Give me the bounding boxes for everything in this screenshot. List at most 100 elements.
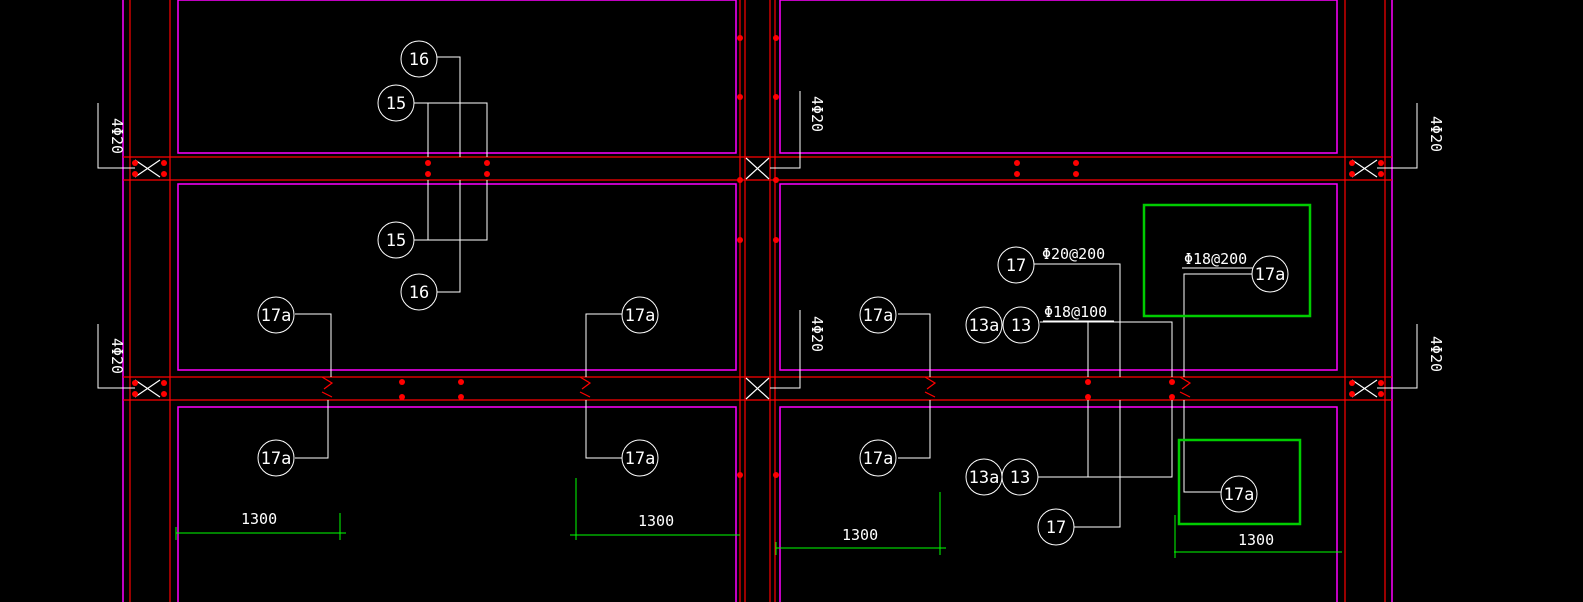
rebar-dot <box>484 160 490 166</box>
rebar-dot <box>484 171 490 177</box>
rebar-label: Φ18@200 <box>1184 250 1247 268</box>
callout-bubble: 17a <box>621 296 659 334</box>
rebar-dot <box>1349 391 1355 397</box>
rebar-dot <box>458 379 464 385</box>
column-label: 4Φ20 <box>808 96 826 132</box>
column-label: 4Φ20 <box>108 338 126 374</box>
rebar-dot <box>458 394 464 400</box>
column-label: 4Φ20 <box>108 118 126 154</box>
rebar-dot <box>1073 160 1079 166</box>
bubble-label: 17a <box>863 306 894 326</box>
bubble-label: 13a <box>969 316 1000 336</box>
rebar-dot <box>737 177 743 183</box>
rebar-dot <box>1073 171 1079 177</box>
bubble-label: 17a <box>625 306 656 326</box>
rebar-dot <box>773 94 779 100</box>
rebar-dot <box>1169 394 1175 400</box>
rebar-dot <box>737 472 743 478</box>
rebar-dot <box>1349 171 1355 177</box>
column-label: 4Φ20 <box>1427 116 1445 152</box>
rebar-dot <box>1085 379 1091 385</box>
rebar-dot <box>161 391 167 397</box>
rebar-dot <box>737 94 743 100</box>
rebar-dot <box>773 237 779 243</box>
column-crosses <box>134 157 1378 400</box>
rebar-label: Φ20@200 <box>1042 245 1105 263</box>
callout-bubble: 17a <box>1220 475 1258 513</box>
callout-bubble: 13a <box>965 306 1003 344</box>
callout-bubble: 17 <box>997 246 1035 284</box>
rebar-dot <box>1014 171 1020 177</box>
callout-bubble: 17a <box>257 296 295 334</box>
rebar-dot <box>132 171 138 177</box>
bubble-leaders <box>295 56 1258 528</box>
bubble-label: 17a <box>1255 265 1286 285</box>
bubble-label: 17 <box>1046 518 1066 538</box>
bubble-circle <box>859 296 897 334</box>
rebar-dot <box>1085 394 1091 400</box>
rebar-dot <box>773 472 779 478</box>
rebar-dot <box>399 394 405 400</box>
callout-bubble: 17 <box>1037 508 1075 546</box>
bubble-circle <box>621 439 659 477</box>
bubble-label: 17a <box>261 306 292 326</box>
highlight-box-upper <box>1142 203 1312 318</box>
bubble-label: 13 <box>1010 468 1030 488</box>
dimension-lines <box>175 478 1342 558</box>
callout-bubble: 17a <box>1251 255 1289 293</box>
bubble-label: 15 <box>386 231 406 251</box>
column-label: 4Φ20 <box>808 316 826 352</box>
rebar-label: Φ18@100 <box>1044 303 1107 321</box>
rebar-dot <box>132 391 138 397</box>
rebar-dot <box>425 160 431 166</box>
callout-bubble: 17a <box>257 439 295 477</box>
rebar-dot <box>161 380 167 386</box>
bubble-label: 17a <box>863 449 894 469</box>
rebar-dot <box>1169 379 1175 385</box>
dimension-text: 1300 <box>241 510 277 528</box>
highlight-boxes <box>1142 203 1312 526</box>
callout-bubble: 16 <box>400 40 438 78</box>
rebar-dot <box>1349 160 1355 166</box>
rebar-dot <box>1349 380 1355 386</box>
bubble-circle <box>1220 475 1258 513</box>
bubble-circle <box>997 246 1035 284</box>
bubble-circle <box>859 439 897 477</box>
rebar-dot <box>1378 171 1384 177</box>
rebar-dot <box>399 379 405 385</box>
rebar-dot <box>1378 160 1384 166</box>
slab-outlines <box>122 0 1393 602</box>
dimension-text: 1300 <box>1238 531 1274 549</box>
bubble-circle <box>1037 508 1075 546</box>
callout-bubble: 15 <box>377 221 415 259</box>
bubble-label: 17a <box>625 449 656 469</box>
wall-lines <box>123 0 1392 602</box>
highlight-box-lower <box>1177 438 1302 526</box>
rebar-dot <box>161 171 167 177</box>
bubble-label: 13a <box>969 468 1000 488</box>
bubble-label: 16 <box>409 283 429 303</box>
bubble-circle <box>965 306 1003 344</box>
bubble-circle <box>400 273 438 311</box>
bubble-circle <box>257 296 295 334</box>
rebar-dot <box>737 237 743 243</box>
bubble-circle <box>1002 306 1040 344</box>
bubble-circle <box>377 84 415 122</box>
callout-bubble: 17a <box>859 439 897 477</box>
rebar-dot <box>161 160 167 166</box>
rebar-dot <box>425 171 431 177</box>
bubble-circle <box>621 296 659 334</box>
rebar-dot <box>1378 391 1384 397</box>
dimension-text: 1300 <box>842 526 878 544</box>
rebar-dot <box>132 160 138 166</box>
bubble-label: 15 <box>386 94 406 114</box>
callout-bubble: 13 <box>1001 458 1039 496</box>
rebar-dots <box>132 35 1384 478</box>
rebar-dot <box>1378 380 1384 386</box>
bubble-circle <box>1251 255 1289 293</box>
column-label: 4Φ20 <box>1427 336 1445 372</box>
callout-bubble: 15 <box>377 84 415 122</box>
bubble-label: 17a <box>1224 485 1255 505</box>
